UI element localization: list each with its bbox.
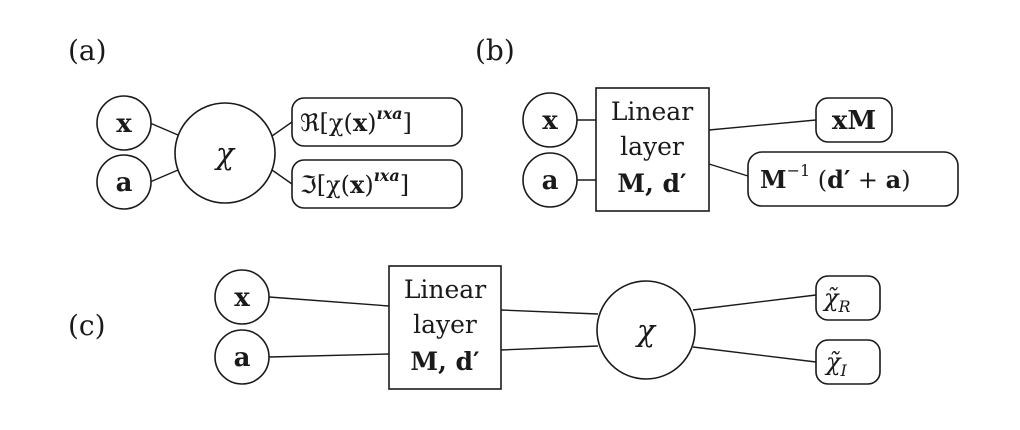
linear-layer-b-line2: layer (620, 132, 684, 161)
output-b-xm: xM (815, 97, 893, 143)
edge-b-layer-xm (708, 119, 817, 131)
edge-c-chi-i (692, 346, 817, 363)
node-b-x-label: x (542, 106, 558, 136)
panel-c: (c) x a Linear layer M, d′ χ χ̃R (68, 265, 881, 390)
node-c-chi-label: χ (635, 314, 657, 349)
panel-b: (b) x a Linear layer M, d′ xM M−1 (d′ + … (475, 34, 959, 212)
node-a-x: x (96, 95, 152, 151)
output-c-i: χ̃I (815, 339, 881, 385)
edge-a-a-chi (149, 169, 179, 183)
node-a-a: a (96, 154, 152, 210)
edge-c-layer-chi-top (500, 309, 599, 315)
output-b-inverse-label: M−1 (d′ + a) (760, 161, 911, 194)
edge-c-x-layer (268, 296, 390, 307)
linear-layer-c: Linear layer M, d′ (388, 265, 502, 390)
output-b-inverse: M−1 (d′ + a) (747, 151, 959, 207)
node-a-a-label: a (116, 168, 133, 198)
panel-c-label: (c) (68, 309, 106, 342)
linear-layer-b: Linear layer M, d′ (595, 87, 710, 212)
linear-layer-c-line2: layer (413, 310, 477, 339)
node-b-a: a (522, 152, 578, 208)
output-a-imag-label: ℑ[χ(x)ıxa] (300, 166, 409, 199)
output-c-r-label: χ̃R (822, 284, 851, 316)
node-a-chi-label: χ (214, 137, 236, 172)
edge-a-chi-re (271, 121, 293, 137)
linear-layer-c-line3: M, d′ (410, 347, 479, 376)
edge-b-layer-inv (708, 163, 749, 177)
node-c-chi: χ (596, 280, 696, 380)
output-c-i-label: χ̃I (824, 348, 848, 380)
output-a-imag: ℑ[χ(x)ıxa] (291, 159, 463, 209)
node-c-x-label: x (234, 283, 250, 313)
linear-layer-c-line1: Linear (404, 275, 486, 304)
linear-layer-b-line1: Linear (611, 97, 693, 126)
linear-layer-b-line3: M, d′ (617, 169, 686, 198)
node-b-a-label: a (542, 166, 559, 196)
edge-c-layer-chi-bottom (500, 345, 599, 351)
panel-b-label: (b) (475, 34, 515, 67)
output-c-r: χ̃R (815, 275, 881, 321)
edge-a-chi-im (271, 169, 293, 185)
node-c-x: x (214, 269, 270, 325)
edge-a-x-chi (149, 122, 179, 136)
edge-c-chi-r (692, 294, 817, 311)
edge-c-a-layer (268, 353, 390, 358)
node-a-chi: χ (174, 102, 276, 204)
output-b-xm-label: xM (832, 106, 876, 136)
panel-a: (a) x a χ ℜ[χ(x)ıxa] ℑ[χ(x)ıxa] (68, 34, 463, 210)
output-a-real-label: ℜ[χ(x)ıxa] (300, 104, 412, 137)
node-a-x-label: x (116, 109, 132, 139)
node-c-a-label: a (234, 343, 251, 373)
panel-a-label: (a) (68, 34, 107, 67)
node-c-a: a (214, 329, 270, 385)
output-a-real: ℜ[χ(x)ıxa] (291, 97, 463, 147)
node-b-x: x (522, 92, 578, 148)
